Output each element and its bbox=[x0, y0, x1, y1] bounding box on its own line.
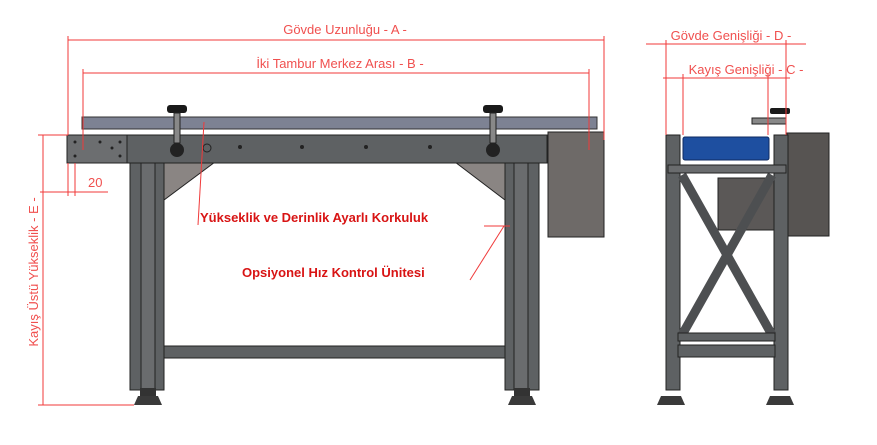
side-view: Gövde Genişliği - D - Kayış Genişliği - … bbox=[646, 28, 830, 405]
dim-a-label: Gövde Uzunluğu - A - bbox=[283, 22, 407, 37]
side-knob-rod bbox=[751, 117, 787, 125]
frame-beam bbox=[66, 134, 548, 164]
dim-d-label: Gövde Genişliği - D - bbox=[671, 28, 792, 43]
dim-20-label: 20 bbox=[88, 175, 102, 190]
right-adjust-knob bbox=[483, 105, 503, 157]
left-adjust-knob bbox=[167, 105, 187, 157]
end-plate bbox=[66, 134, 128, 164]
lower-crossbar bbox=[163, 345, 506, 359]
dim-b-label: İki Tambur Merkez Arası - B - bbox=[256, 56, 423, 71]
right-gusset bbox=[453, 161, 506, 202]
cross-brace-2 bbox=[678, 172, 776, 338]
guardrail-callout: Yükseklik ve Derinlik Ayarlı Korkuluk bbox=[200, 210, 429, 225]
shaft-hole bbox=[202, 143, 212, 153]
left-foot-stem bbox=[140, 388, 156, 396]
speed-control-callout: Opsiyonel Hız Kontrol Ünitesi bbox=[242, 265, 425, 280]
left-leg-inner bbox=[140, 149, 156, 391]
bottom-crossbar-side bbox=[677, 344, 776, 358]
right-leg-inner bbox=[513, 149, 529, 391]
top-crossbar bbox=[667, 164, 787, 174]
right-foot-stem bbox=[514, 388, 530, 396]
right-foot bbox=[508, 396, 536, 405]
left-post bbox=[665, 134, 681, 391]
side-left-foot bbox=[657, 396, 685, 405]
front-view: Gövde Uzunluğu - A - İki Tambur Merkez A… bbox=[26, 22, 605, 406]
speed-control-box bbox=[547, 131, 605, 238]
belt-roller bbox=[682, 136, 770, 161]
side-control-box bbox=[786, 132, 830, 237]
right-post bbox=[773, 134, 789, 391]
guardrail bbox=[81, 116, 598, 130]
side-right-foot bbox=[766, 396, 794, 405]
guardrail-leader-line bbox=[197, 121, 205, 226]
side-knob bbox=[770, 108, 790, 114]
left-foot bbox=[134, 396, 162, 405]
lower-crossbar-side bbox=[677, 332, 776, 342]
speed-control-leader-line bbox=[469, 225, 505, 281]
dim-e-label: Kayış Üstü Yükseklik - E - bbox=[26, 197, 41, 346]
left-gusset bbox=[163, 161, 217, 201]
dim-c-label: Kayış Genişliği - C - bbox=[689, 62, 804, 77]
